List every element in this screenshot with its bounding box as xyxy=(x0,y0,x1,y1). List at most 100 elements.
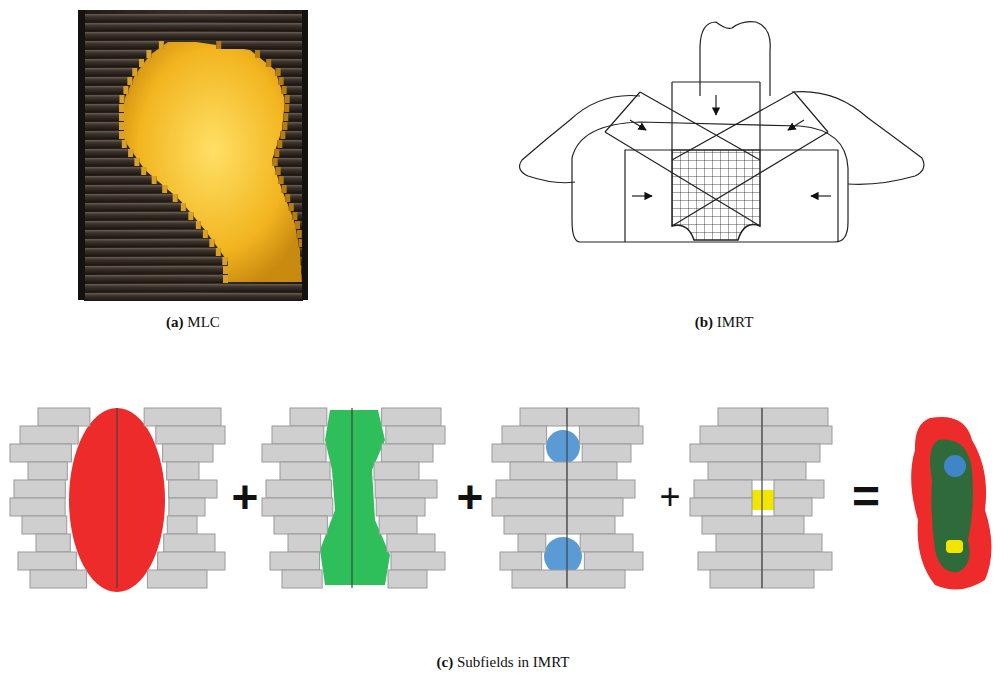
beam-arrow xyxy=(630,120,646,130)
leaf-panel xyxy=(262,408,445,588)
mlc-leaf xyxy=(84,203,186,211)
mlc-leaf xyxy=(84,284,192,292)
mlc-leaf xyxy=(84,185,167,193)
leaf-tip xyxy=(119,131,124,139)
leaf xyxy=(579,426,643,444)
beam-arrow xyxy=(788,120,804,130)
mlc-leaf xyxy=(282,185,303,193)
mlc-leaf xyxy=(84,77,132,85)
leaf-tip xyxy=(223,275,228,283)
mlc-leaf xyxy=(279,77,303,85)
leaf xyxy=(567,516,615,534)
leaf-tip xyxy=(127,77,132,85)
leaf xyxy=(567,498,623,516)
beam-arrow xyxy=(811,195,831,196)
mlc-leaf xyxy=(84,140,127,148)
mlc-leaf xyxy=(84,248,221,256)
leaf xyxy=(518,534,546,552)
leaf xyxy=(567,462,617,480)
leaf xyxy=(147,570,207,588)
mlc-leaf xyxy=(276,68,303,76)
leaf-panel xyxy=(690,408,832,588)
imrt-sketch xyxy=(520,22,924,242)
mlc-leaf xyxy=(84,239,214,247)
mlc-leaf xyxy=(84,194,178,202)
leaf-tip xyxy=(255,50,260,58)
mlc-housing xyxy=(78,10,308,300)
leaf-tip xyxy=(181,203,186,211)
leaf-tip xyxy=(279,176,284,184)
leaf-tip xyxy=(284,104,289,112)
mlc-leaf xyxy=(289,203,303,211)
red-field xyxy=(69,408,165,592)
leaf-tip xyxy=(297,230,302,238)
mlc-leaf xyxy=(266,59,303,67)
leaf xyxy=(387,534,435,552)
leaf xyxy=(288,534,321,552)
mlc-leaf xyxy=(292,212,303,220)
leaf-tip xyxy=(283,113,288,121)
mlc-leaf xyxy=(192,14,303,22)
leaf-tip xyxy=(159,41,164,49)
leaf-tip xyxy=(292,212,297,220)
mlc-leaf xyxy=(192,293,303,301)
leaf xyxy=(762,426,832,444)
leaf-tip xyxy=(119,113,124,121)
leaf-tip xyxy=(295,221,300,229)
leaf xyxy=(502,426,547,444)
leaf xyxy=(379,516,417,534)
leaf-tip xyxy=(274,149,279,157)
figure-caption: (c) Subfields in IMRT xyxy=(437,654,570,671)
leaf-tip xyxy=(276,68,281,76)
leaf-tip xyxy=(132,68,137,76)
leaf xyxy=(520,408,567,426)
leaf-tip xyxy=(282,185,287,193)
mlc-leaf xyxy=(279,176,303,184)
leaf-tip xyxy=(216,41,221,49)
leaf xyxy=(144,408,221,426)
mlc-leaf xyxy=(285,95,303,103)
leaf-tip xyxy=(162,185,167,193)
mlc-leaf xyxy=(84,59,144,67)
mlc-leaf xyxy=(295,221,303,229)
leaf xyxy=(702,516,762,534)
leaf xyxy=(510,462,567,480)
leaf-tip xyxy=(285,194,290,202)
mlc-photo xyxy=(78,10,308,301)
leaf-tip xyxy=(123,86,128,94)
leaf xyxy=(567,408,639,426)
leaf xyxy=(164,534,215,552)
leaf-junction xyxy=(761,408,762,588)
leaf xyxy=(700,426,762,444)
leaf-tip xyxy=(139,59,144,67)
leaf xyxy=(280,462,330,480)
leaf-tip xyxy=(119,122,124,130)
leaf xyxy=(496,480,567,498)
leaf xyxy=(10,498,65,516)
leaf xyxy=(22,516,67,534)
summed-field xyxy=(911,417,991,590)
leaf-tip xyxy=(289,203,294,211)
mlc-leaf xyxy=(84,158,139,166)
left-arm xyxy=(520,96,640,183)
mlc-leaf xyxy=(282,86,303,94)
mlc-leaf xyxy=(84,41,164,49)
leaf-tip xyxy=(188,212,193,220)
leaf xyxy=(272,426,324,444)
mlc-leaf xyxy=(84,275,228,283)
mlc-leaf xyxy=(84,257,227,265)
leaf xyxy=(690,498,752,516)
yellow-field xyxy=(752,490,774,510)
leaf xyxy=(694,480,752,498)
mlc-leaf xyxy=(192,32,303,40)
leaf-tip xyxy=(119,104,124,112)
beam-edge xyxy=(605,92,828,132)
leaf xyxy=(492,498,567,516)
leaf-tip xyxy=(285,95,290,103)
leaf-tip xyxy=(173,194,178,202)
mlc-leaf xyxy=(84,176,157,184)
leaf-tip xyxy=(119,95,124,103)
leaf xyxy=(774,480,824,498)
